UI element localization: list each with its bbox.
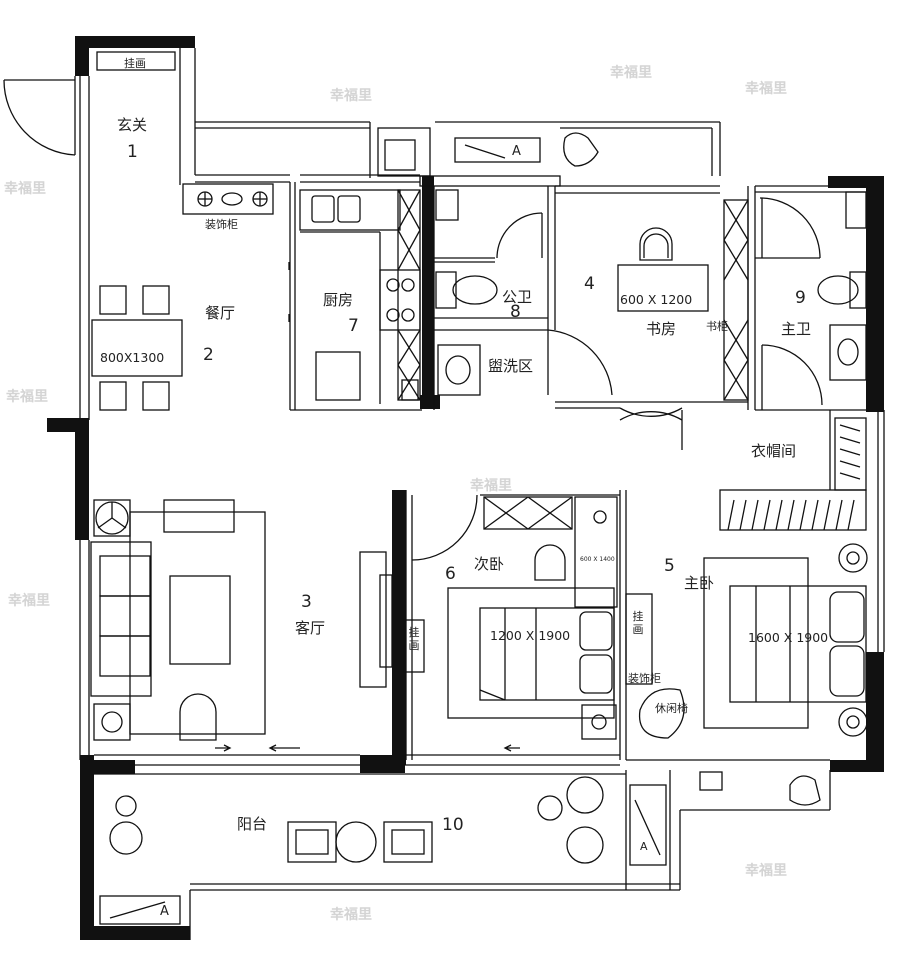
master-bedroom xyxy=(638,543,868,806)
room-label-wash: 盥洗区 xyxy=(488,357,534,375)
room-label-entrance: 玄关 xyxy=(117,116,148,134)
watermark: 幸福里 xyxy=(4,181,46,197)
study xyxy=(555,132,756,450)
room-label-living: 客厅 xyxy=(295,619,326,637)
label-deco-cabinet-master: 装饰柜 xyxy=(628,672,661,685)
room-label-dining: 餐厅 xyxy=(205,304,236,322)
room-label-study: 书房 xyxy=(646,320,677,338)
label-lounge-chair: 休闲椅 xyxy=(655,702,688,715)
master-bathroom xyxy=(755,185,867,411)
room-label-second: 次卧 xyxy=(474,555,505,573)
room-label-master-bath: 主卫 xyxy=(781,320,812,338)
watermark: 幸福里 xyxy=(470,478,512,494)
structural-walls xyxy=(47,36,884,940)
hanging-art-box xyxy=(96,51,176,71)
room-number-master: 5 xyxy=(664,556,675,576)
room-number-balcony: 10 xyxy=(442,815,464,835)
kitchen xyxy=(288,182,422,411)
south-windows xyxy=(94,744,830,766)
appliance-letter: A xyxy=(640,840,648,853)
window-top xyxy=(195,174,420,183)
watermark: 幸福里 xyxy=(330,907,372,923)
label-study-shelf: 书柜 xyxy=(706,320,728,333)
room-number-entrance: 1 xyxy=(127,142,138,162)
public-bathroom xyxy=(433,186,613,410)
dining-set xyxy=(91,285,183,411)
room-label-master: 主卧 xyxy=(684,574,715,592)
room-number-living: 3 xyxy=(301,592,312,612)
outer-walls xyxy=(79,48,885,940)
room-number-public-bath: 8 xyxy=(510,302,521,322)
room-number-kitchen: 7 xyxy=(348,316,359,336)
living-room-furniture xyxy=(90,499,425,741)
label-hanging-art-master: 挂画 xyxy=(632,610,644,636)
room-number-second: 6 xyxy=(445,564,456,584)
watermark: 幸福里 xyxy=(610,65,652,81)
entrance-door xyxy=(3,76,76,156)
deco-cabinet-entry xyxy=(182,183,274,215)
room-label-balcony: 阳台 xyxy=(237,815,268,833)
balcony xyxy=(94,770,671,925)
watermark: 幸福里 xyxy=(330,88,372,104)
watermark: 幸福里 xyxy=(6,389,48,405)
dim-dining-table: 800X1300 xyxy=(100,350,165,365)
room-label-cloak: 衣帽间 xyxy=(751,442,797,460)
room-label-public-bath: 公卫 xyxy=(502,288,533,306)
second-bedroom xyxy=(405,490,653,760)
dim-second-bed: 1200 X 1900 xyxy=(490,628,571,643)
room-label-kitchen: 厨房 xyxy=(323,291,354,309)
label-deco-cabinet: 装饰柜 xyxy=(205,218,238,231)
appliance-letter: A xyxy=(160,904,169,919)
dim-master-bed: 1600 X 1900 xyxy=(748,630,829,645)
watermark: 幸福里 xyxy=(745,81,787,97)
dim-second-desk: 600 X 1400 xyxy=(580,556,615,563)
watermark: 幸福里 xyxy=(8,593,50,609)
room-number-study: 4 xyxy=(584,274,595,294)
label-hanging-art: 挂画 xyxy=(124,57,146,70)
room-number-dining: 2 xyxy=(203,345,214,365)
appliance-letter: A xyxy=(512,144,521,159)
label-hanging-art-second: 挂画 xyxy=(408,626,420,652)
room-number-master-bath: 9 xyxy=(795,288,806,308)
laundry-area xyxy=(377,127,561,187)
cloakroom xyxy=(719,410,867,531)
watermark: 幸福里 xyxy=(745,863,787,879)
dim-study-desk: 600 X 1200 xyxy=(620,292,693,307)
